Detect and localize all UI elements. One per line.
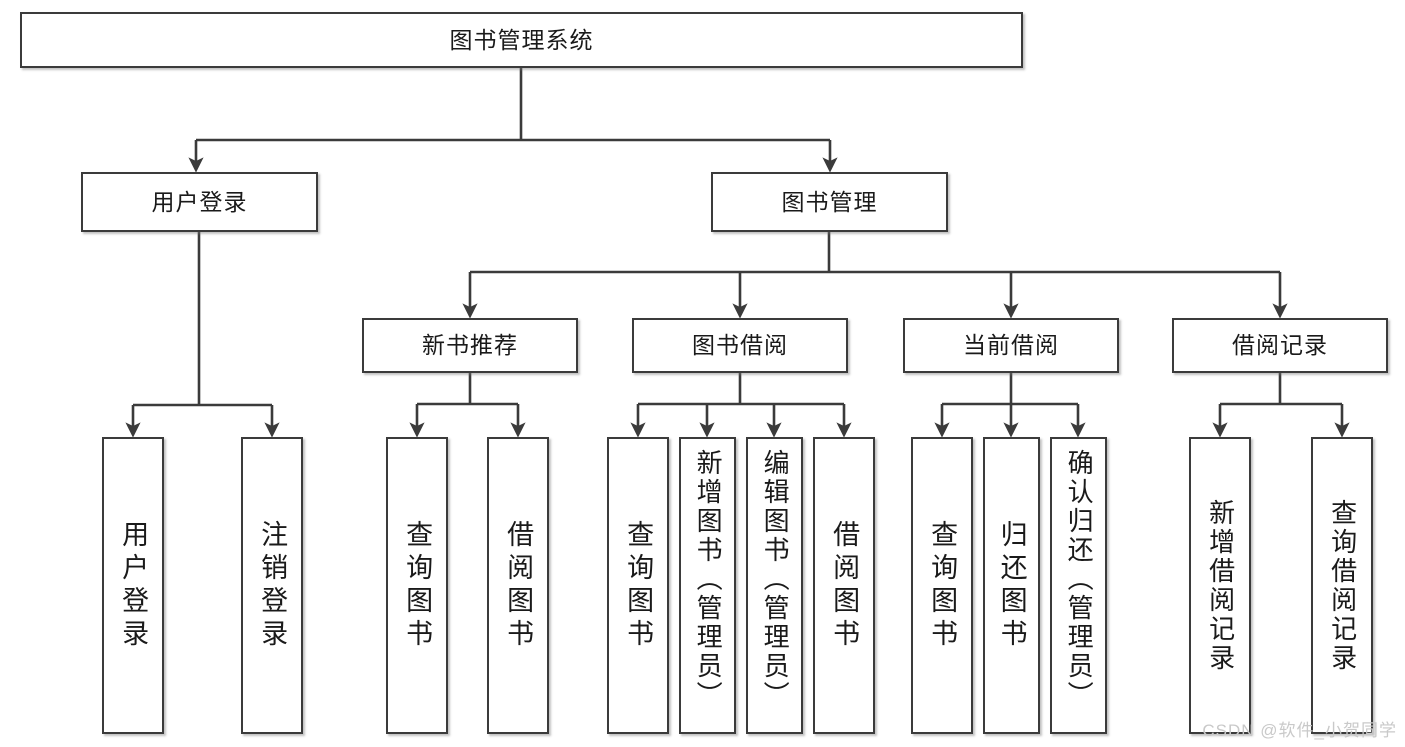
leaf-logout[interactable]: 注销登录 — [241, 437, 303, 734]
leaf-query-book-1-label: 查询图书 — [402, 519, 433, 652]
node-book-management[interactable]: 图书管理 — [711, 172, 948, 232]
node-current-borrow-label: 当前借阅 — [963, 332, 1059, 359]
node-new-book-recommend[interactable]: 新书推荐 — [362, 318, 578, 373]
leaf-user-login-label: 用户登录 — [118, 519, 149, 652]
node-user-login[interactable]: 用户登录 — [81, 172, 318, 232]
csdn-watermark: CSDN @软件_小贺同学 — [1202, 721, 1397, 740]
leaf-confirm-return-label: 确认归还（管理员） — [1064, 449, 1095, 710]
leaf-query-borrow-record-label: 查询借阅记录 — [1327, 498, 1358, 673]
leaf-add-borrow-record[interactable]: 新增借阅记录 — [1189, 437, 1251, 734]
leaf-query-book-1[interactable]: 查询图书 — [386, 437, 448, 734]
node-user-login-label: 用户登录 — [151, 188, 248, 215]
leaf-add-borrow-record-label: 新增借阅记录 — [1205, 498, 1236, 673]
leaf-borrow-book-1[interactable]: 借阅图书 — [487, 437, 549, 734]
leaf-return-book[interactable]: 归还图书 — [983, 437, 1040, 734]
leaf-query-book-3[interactable]: 查询图书 — [911, 437, 973, 734]
leaf-query-book-3-label: 查询图书 — [927, 519, 958, 652]
leaf-add-book-label: 新增图书（管理员） — [693, 449, 724, 710]
node-borrow-record-label: 借阅记录 — [1232, 332, 1328, 359]
leaf-edit-book[interactable]: 编辑图书（管理员） — [746, 437, 803, 734]
leaf-edit-book-label: 编辑图书（管理员） — [760, 449, 791, 710]
leaf-borrow-book-2-label: 借阅图书 — [829, 519, 860, 652]
node-borrow-record[interactable]: 借阅记录 — [1172, 318, 1388, 373]
leaf-query-book-2[interactable]: 查询图书 — [607, 437, 669, 734]
node-book-management-label: 图书管理 — [781, 188, 878, 215]
node-current-borrow[interactable]: 当前借阅 — [903, 318, 1119, 373]
node-root[interactable]: 图书管理系统 — [20, 12, 1023, 68]
leaf-user-login[interactable]: 用户登录 — [102, 437, 164, 734]
node-book-borrow[interactable]: 图书借阅 — [632, 318, 848, 373]
node-book-borrow-label: 图书借阅 — [692, 332, 788, 359]
node-new-book-recommend-label: 新书推荐 — [422, 332, 518, 359]
leaf-return-book-label: 归还图书 — [996, 519, 1027, 652]
leaf-confirm-return[interactable]: 确认归还（管理员） — [1050, 437, 1107, 734]
node-root-label: 图书管理系统 — [449, 26, 594, 53]
leaf-query-borrow-record[interactable]: 查询借阅记录 — [1311, 437, 1373, 734]
leaf-add-book[interactable]: 新增图书（管理员） — [679, 437, 736, 734]
leaf-query-book-2-label: 查询图书 — [623, 519, 654, 652]
leaf-borrow-book-2[interactable]: 借阅图书 — [813, 437, 875, 734]
leaf-borrow-book-1-label: 借阅图书 — [503, 519, 534, 652]
leaf-logout-label: 注销登录 — [257, 519, 288, 652]
